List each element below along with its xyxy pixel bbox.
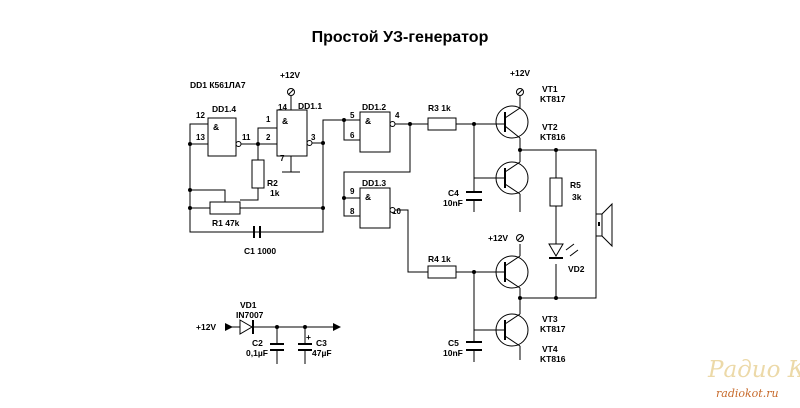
gate-dd1-4-pin-13: 13: [196, 133, 205, 142]
potentiometer-r1-label: R1 47k: [212, 218, 240, 228]
capacitor-c1-label: C1 1000: [244, 246, 276, 256]
gate-dd1-3-name: DD1.3: [362, 178, 386, 188]
resistor-r2: [251, 159, 265, 189]
gate-dd1-2: DD1.2 & 5 6 4: [350, 102, 400, 153]
supply-label-vt3: +12V: [488, 233, 508, 243]
supply-label-vt1: +12V: [510, 68, 530, 78]
transistor-vt3-type: KT817: [540, 324, 566, 334]
gate-dd1-4-pin-11: 11: [242, 133, 251, 142]
led-vd2: [548, 243, 579, 259]
diode-vd1-type: IN7007: [236, 310, 264, 320]
transistor-vt1: [495, 96, 529, 150]
capacitor-c4-value: 10nF: [443, 198, 463, 208]
gate-dd1-1-symbol: &: [282, 116, 288, 126]
capacitor-c2-name: C2: [252, 338, 263, 348]
resistor-r5-value: 3k: [572, 192, 582, 202]
gate-dd1-3-pin-10: 10: [392, 207, 401, 216]
transistor-vt3: [495, 244, 529, 298]
transistor-vt4: [495, 298, 529, 360]
capacitor-c3-name: C3: [316, 338, 327, 348]
capacitor-c5: [466, 341, 482, 351]
watermark-main: Радио КОТ: [707, 357, 800, 383]
resistor-r2-name: R2: [267, 178, 278, 188]
transistor-vt1-name: VT1: [542, 84, 558, 94]
capacitor-c3: [298, 343, 312, 351]
capacitor-c3-polarity: +: [306, 332, 311, 342]
gate-dd1-4: DD1.4 & 12 13 11: [196, 104, 251, 157]
resistor-r5-name: R5: [570, 180, 581, 190]
watermark-logo: Радио КОТ radiokot.ru: [707, 357, 800, 400]
capacitor-c2: [270, 343, 284, 351]
transistor-vt4-type: KT816: [540, 354, 566, 364]
gate-dd1-4-name: DD1.4: [212, 104, 236, 114]
gate-dd1-3-pin-9: 9: [350, 187, 355, 196]
gate-dd1-2-symbol: &: [365, 116, 371, 126]
gate-dd1-4-symbol: &: [213, 122, 219, 132]
gate-dd1-1-name: DD1.1: [298, 101, 322, 111]
gate-dd1-1-pin-1: 1: [266, 115, 271, 124]
capacitor-c1: [253, 226, 261, 238]
gate-dd1-1-pin-2: 2: [266, 133, 271, 142]
supply-label-dd1: +12V: [280, 70, 300, 80]
capacitor-c4: [466, 191, 482, 201]
diode-vd1-name: VD1: [240, 300, 257, 310]
speaker-icon: [595, 202, 613, 248]
gate-dd1-2-pin-5: 5: [350, 111, 355, 120]
transistor-vt1-type: KT817: [540, 94, 566, 104]
resistor-r5: [549, 177, 563, 207]
transistor-vt2: [495, 150, 529, 212]
resistor-r4: [427, 265, 457, 279]
gate-dd1-3-symbol: &: [365, 192, 371, 202]
watermark-url: radiokot.ru: [716, 387, 779, 400]
gate-dd1-1-pin-3: 3: [311, 133, 316, 142]
resistor-r3: [427, 117, 457, 131]
gate-dd1-3-pin-8: 8: [350, 207, 355, 216]
gate-dd1-2-pin-4: 4: [395, 111, 400, 120]
diode-vd1: [239, 319, 254, 335]
capacitor-c2-value: 0,1µF: [246, 348, 268, 358]
gate-dd1-1-pin-14: 14: [278, 103, 287, 112]
supply-label-input: +12V: [196, 322, 216, 332]
gate-dd1-1-pin-7: 7: [280, 154, 285, 163]
capacitor-c3-value: 47µF: [312, 348, 332, 358]
transistor-vt2-type: KT816: [540, 132, 566, 142]
transistor-vt4-name: VT4: [542, 344, 558, 354]
gate-dd1-4-pin-12: 12: [196, 111, 205, 120]
capacitor-c4-name: C4: [448, 188, 459, 198]
transistor-vt2-name: VT2: [542, 122, 558, 132]
capacitor-c5-value: 10nF: [443, 348, 463, 358]
gate-dd1-1: DD1.1 & 1 2 3 14 7: [266, 101, 322, 163]
diagram-title: Простой УЗ-генератор: [312, 29, 489, 46]
potentiometer-r1: [209, 201, 241, 215]
gate-dd1-2-name: DD1.2: [362, 102, 386, 112]
gate-dd1-3: DD1.3 & 9 8 10: [350, 178, 401, 229]
chip-label: DD1 К561ЛА7: [190, 80, 246, 90]
resistor-r3-label: R3 1k: [428, 103, 451, 113]
capacitor-c5-name: C5: [448, 338, 459, 348]
led-vd2-label: VD2: [568, 264, 585, 274]
resistor-r4-label: R4 1k: [428, 254, 451, 264]
resistor-r2-value: 1k: [270, 188, 280, 198]
gate-dd1-2-pin-6: 6: [350, 131, 355, 140]
transistor-vt3-name: VT3: [542, 314, 558, 324]
